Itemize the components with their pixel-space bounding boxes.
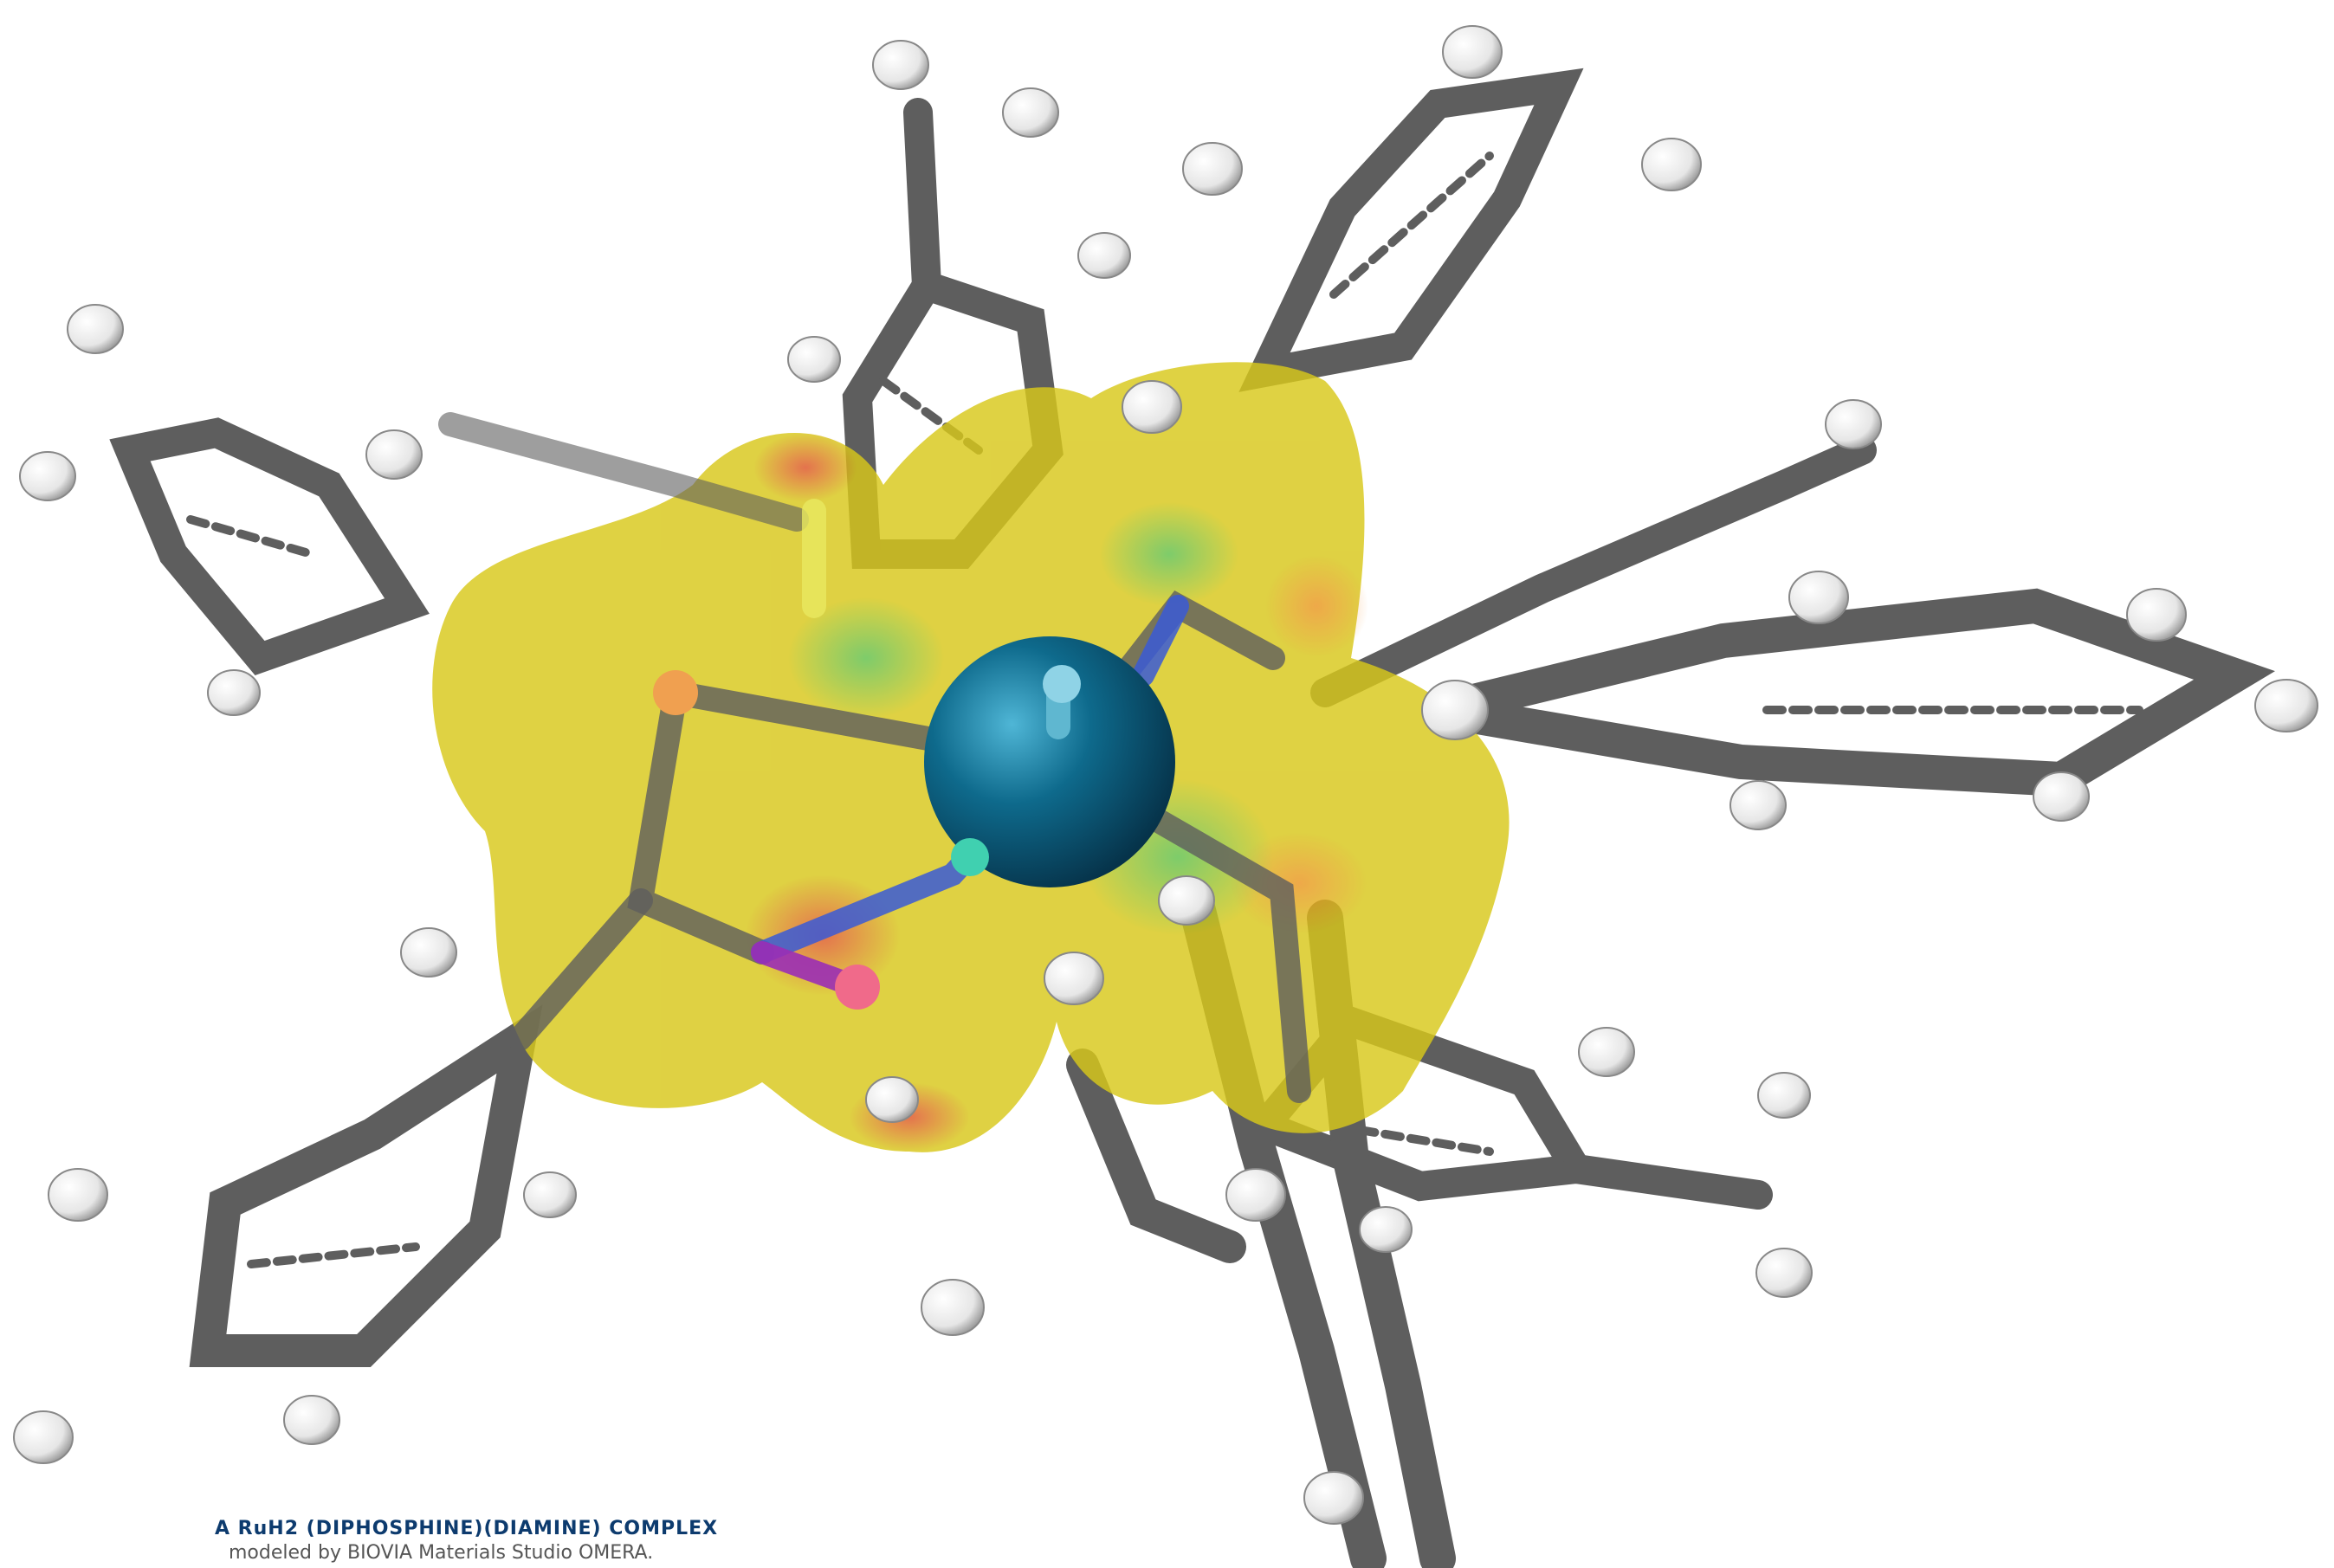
ruthenium-atom [924,636,1175,887]
figure-caption: A RuH2 (DIPHOSPHINE)(DIAMINE) COMPLEX mo… [215,1517,994,1565]
teal-atom [951,838,989,876]
orange-atom [653,670,698,715]
caption-title: A RuH2 (DIPHOSPHINE)(DIAMINE) COMPLEX [215,1518,719,1539]
hydrogen-caps [13,25,2318,1525]
pink-atom [835,965,880,1010]
bonds-back [109,68,2275,1568]
caption-subtitle: modeled by BIOVIA Materials Studio OMERA… [229,1542,654,1564]
